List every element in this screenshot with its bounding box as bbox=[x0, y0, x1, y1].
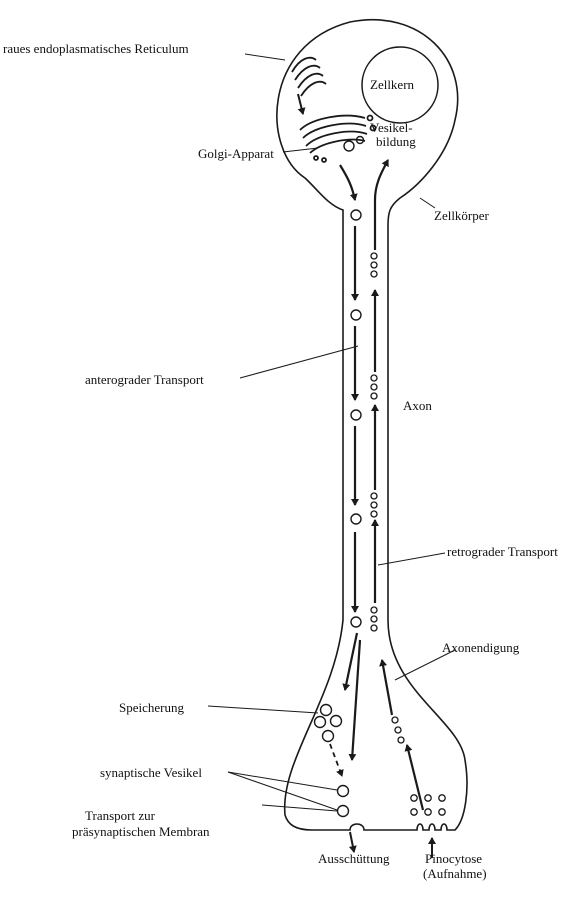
label-pinocytosis-1: Pinocytose bbox=[425, 851, 482, 866]
label-vesicle-formation-1: Vesikel- bbox=[370, 120, 413, 135]
label-vesicle-formation-2: bildung bbox=[376, 134, 416, 149]
label-transport-membrane-1: Transport zur bbox=[85, 808, 155, 823]
synaptic-vesicles bbox=[338, 786, 349, 817]
label-synaptic-vesicles: synaptische Vesikel bbox=[100, 765, 202, 780]
rough-er bbox=[292, 58, 326, 96]
label-transport-membrane-2: präsynaptischen Membran bbox=[72, 824, 210, 839]
label-golgi: Golgi-Apparat bbox=[198, 146, 274, 161]
label-retrograde: retrograder Transport bbox=[447, 544, 558, 559]
label-exocytosis: Ausschüttung bbox=[318, 851, 390, 866]
label-storage: Speicherung bbox=[119, 700, 184, 715]
label-pinocytosis-2: (Aufnahme) bbox=[423, 866, 487, 881]
label-soma: Zellkörper bbox=[434, 208, 489, 223]
pinocytosis-vesicles bbox=[411, 795, 445, 815]
label-axon: Axon bbox=[403, 398, 432, 413]
neuron-outline bbox=[277, 20, 467, 830]
label-nucleus: Zellkern bbox=[370, 77, 414, 92]
leader-lines bbox=[208, 54, 455, 811]
storage-vesicles bbox=[315, 705, 342, 742]
label-anterograde: anterograder Transport bbox=[85, 372, 204, 387]
label-rough-er: raues endoplasmatisches Reticulum bbox=[3, 41, 189, 56]
dashed-transport-arrow bbox=[330, 744, 342, 776]
er-golgi-arrow bbox=[298, 94, 303, 114]
label-axon-terminal: Axonendigung bbox=[442, 640, 519, 655]
golgi-apparatus bbox=[300, 116, 376, 163]
exocytosis-arrow bbox=[350, 832, 354, 852]
retrograde-arrows bbox=[375, 160, 423, 810]
